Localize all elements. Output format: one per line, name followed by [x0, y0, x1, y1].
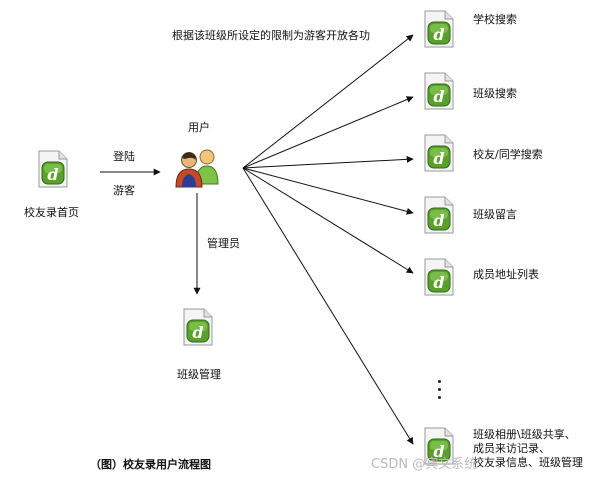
- function-label: 班级留言: [473, 208, 517, 221]
- dreamweaver-file-icon: d: [424, 72, 454, 110]
- svg-text:d: d: [47, 165, 58, 184]
- function-label-line: 校友录信息、班级管理: [473, 456, 583, 469]
- svg-text:d: d: [433, 87, 444, 106]
- admin-edge-label: 管理员: [207, 237, 240, 250]
- dreamweaver-file-icon: d: [38, 150, 68, 188]
- edge-to-class-album: [242, 167, 414, 445]
- svg-text:d: d: [433, 273, 444, 292]
- svg-text:d: d: [433, 149, 444, 168]
- admin-node-label: 班级管理: [177, 368, 221, 381]
- dreamweaver-file-icon: d: [424, 196, 454, 234]
- function-label-line: 成员来访记录、: [473, 442, 550, 455]
- guest-label: 游客: [113, 184, 135, 197]
- dreamweaver-file-icon: d: [183, 308, 213, 346]
- users-group-icon: [175, 149, 219, 188]
- svg-text:d: d: [192, 323, 203, 342]
- dreamweaver-file-icon: d: [424, 134, 454, 172]
- function-label: 成员地址列表: [473, 268, 539, 281]
- edge-to-school-search: [242, 34, 414, 169]
- svg-text:d: d: [433, 442, 444, 461]
- ellipsis-dots: [437, 380, 443, 404]
- edge-to-class-search: [242, 96, 414, 169]
- watermark: CSDN @宾文系统: [371, 457, 478, 472]
- svg-text:d: d: [433, 25, 444, 44]
- edge-to-class-message: [242, 167, 414, 215]
- edge-to-alumni-search: [242, 155, 414, 169]
- login-label: 登陆: [113, 150, 135, 163]
- function-label: 学校搜索: [473, 13, 517, 26]
- header-note: 根据该班级所设定的限制为游客开放各功: [172, 29, 370, 42]
- function-label: 班级搜索: [473, 87, 517, 100]
- edge-to-member-list: [242, 167, 414, 274]
- home-label: 校友录首页: [24, 206, 79, 219]
- dreamweaver-file-icon: d: [424, 10, 454, 48]
- svg-text:d: d: [433, 211, 444, 230]
- user-label: 用户: [188, 121, 210, 134]
- function-label: 校友/同学搜索: [473, 148, 543, 161]
- dreamweaver-file-icon: d: [424, 427, 454, 465]
- dreamweaver-file-icon: d: [424, 258, 454, 296]
- figure-caption: （图）校友录用户流程图: [90, 458, 211, 471]
- function-label-line: 班级相册\班级共享、: [473, 428, 576, 441]
